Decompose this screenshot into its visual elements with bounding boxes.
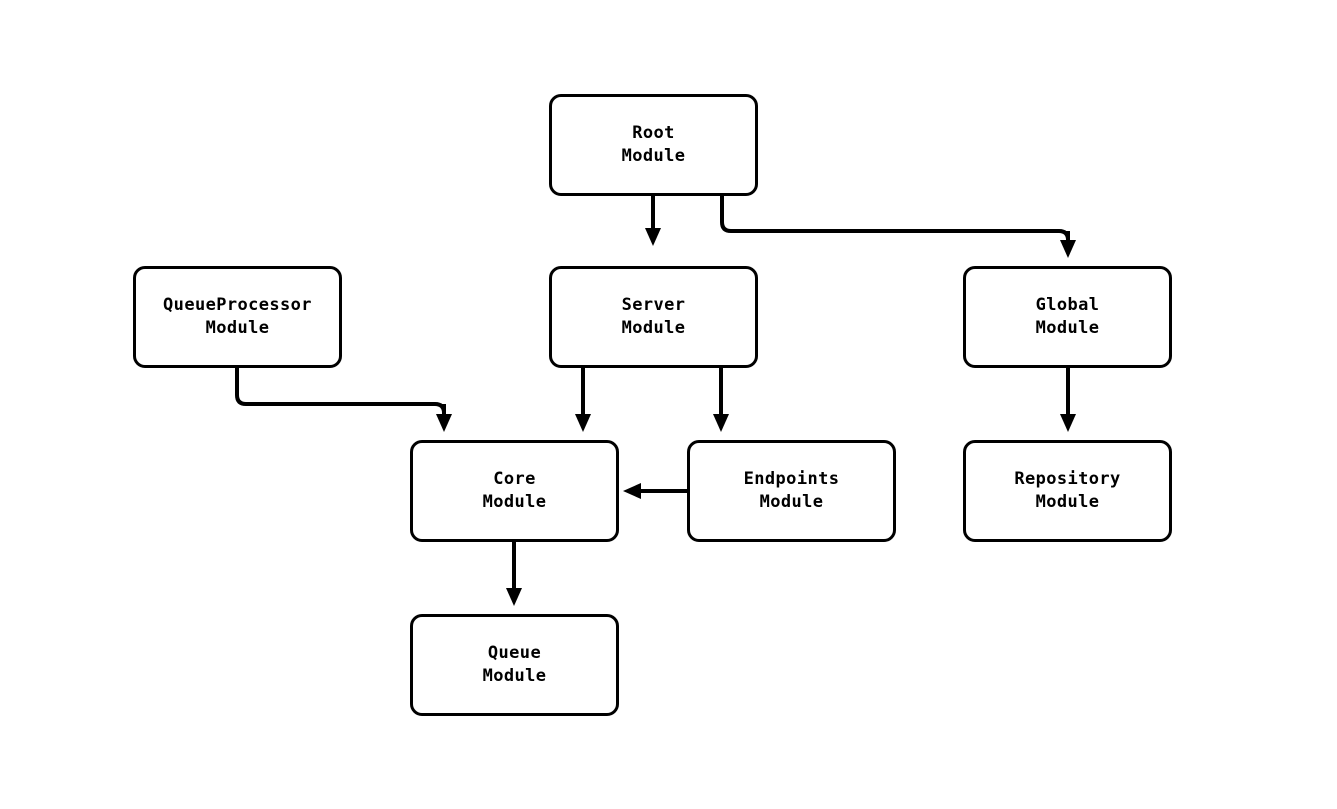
edge-server-to-endpoints bbox=[713, 368, 729, 432]
node-endpoints-module[interactable]: Endpoints Module bbox=[687, 440, 896, 542]
node-server-module[interactable]: Server Module bbox=[549, 266, 758, 368]
node-repository-module-label: Repository Module bbox=[1014, 468, 1121, 512]
edge-server-to-core bbox=[575, 368, 591, 432]
node-core-module[interactable]: Core Module bbox=[410, 440, 619, 542]
edge-root-to-global bbox=[720, 196, 1076, 258]
node-endpoints-module-label: Endpoints Module bbox=[743, 468, 840, 512]
node-core-module-label: Core Module bbox=[482, 468, 547, 512]
edge-global-to-repository bbox=[1060, 368, 1076, 432]
node-repository-module[interactable]: Repository Module bbox=[963, 440, 1172, 542]
edge-root-to-server bbox=[645, 196, 661, 246]
node-root-module[interactable]: Root Module bbox=[549, 94, 758, 196]
node-global-module[interactable]: Global Module bbox=[963, 266, 1172, 368]
node-queueprocessor-module-label: QueueProcessor Module bbox=[163, 294, 312, 338]
node-queue-module-label: Queue Module bbox=[482, 642, 547, 686]
node-queueprocessor-module[interactable]: QueueProcessor Module bbox=[133, 266, 342, 368]
node-global-module-label: Global Module bbox=[1035, 294, 1100, 338]
node-queue-module[interactable]: Queue Module bbox=[410, 614, 619, 716]
edge-endpoints-to-core bbox=[623, 483, 687, 499]
node-root-module-label: Root Module bbox=[621, 122, 686, 166]
edge-queueprocessor-to-core bbox=[235, 368, 452, 432]
node-server-module-label: Server Module bbox=[621, 294, 686, 338]
edge-core-to-queue bbox=[506, 542, 522, 606]
